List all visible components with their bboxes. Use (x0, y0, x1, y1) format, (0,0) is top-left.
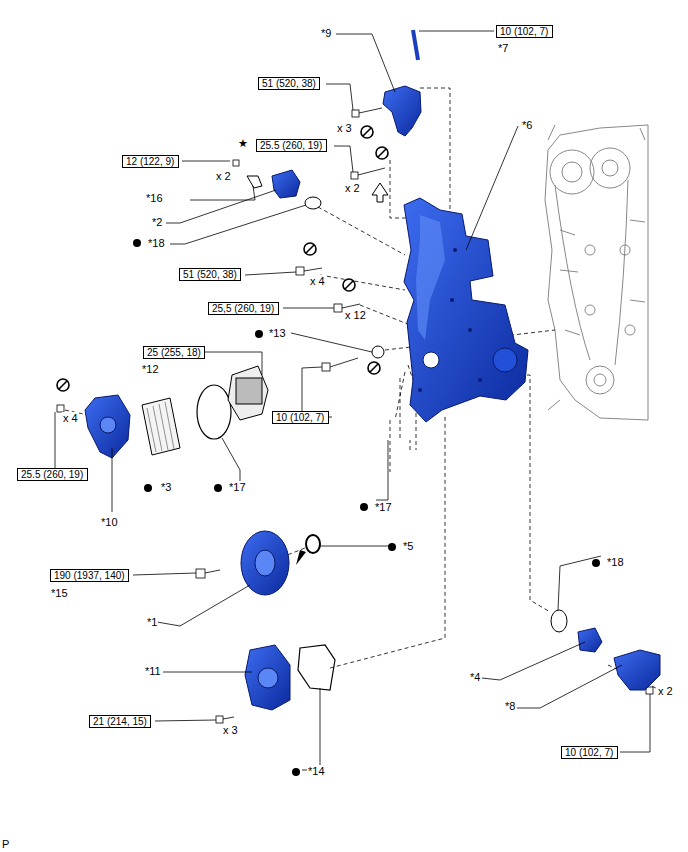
torque-spec-box: 10 (102, 7) (272, 411, 329, 424)
callout-number: *8 (504, 700, 516, 713)
torque-spec-box: 25.5 (260, 19) (256, 139, 327, 152)
torque-value: 10 (102, 7) (500, 26, 548, 37)
callout-number: *11 (144, 665, 162, 678)
callout-number: *9 (320, 27, 332, 40)
torque-value: 21 (214, 15) (93, 716, 147, 727)
callout-number: P (1, 838, 10, 851)
callout-number: *12 (141, 363, 160, 376)
callout-number: *18 (147, 237, 166, 250)
callout-number: *10 (100, 516, 119, 529)
torque-value: 51 (520, 38) (183, 269, 237, 280)
quantity-label: x 3 (222, 724, 239, 737)
quantity-label: x 2 (215, 170, 232, 183)
torque-value: 25 (255, 18) (147, 347, 201, 358)
quantity-label: x 4 (309, 275, 326, 288)
callout-number: ★ (237, 137, 249, 150)
torque-spec-box: 190 (1937, 140) (50, 569, 129, 582)
callout-number: *15 (50, 587, 69, 600)
callout-number: *3 (160, 481, 172, 494)
callout-number: *4 (469, 671, 481, 684)
quantity-label: x 3 (336, 122, 353, 135)
callout-number: *14 (307, 765, 326, 778)
torque-value: 12 (122, 9) (126, 156, 174, 167)
callout-number: *5 (402, 540, 414, 553)
quantity-label: x 12 (344, 309, 367, 322)
quantity-label: x 2 (657, 685, 674, 698)
torque-value: 25.5 (260, 19) (260, 140, 322, 151)
torque-spec-box: 25 (255, 18) (143, 346, 205, 359)
callout-number: *6 (521, 119, 533, 132)
torque-spec-box: 12 (122, 9) (122, 155, 179, 168)
callout-number: *13 (268, 327, 287, 340)
callout-number: *16 (145, 192, 164, 205)
torque-spec-box: 25.5 (260, 19) (17, 468, 88, 481)
torque-value: 190 (1937, 140) (54, 570, 125, 581)
torque-spec-box: 51 (520, 38) (179, 268, 241, 281)
callout-number: *17 (374, 501, 393, 514)
callout-number: *1 (146, 616, 158, 629)
quantity-label: x 4 (62, 412, 79, 425)
torque-value: 25.5 (260, 19) (21, 469, 83, 480)
torque-spec-box: 10 (102, 7) (496, 25, 553, 38)
torque-spec-box: 51 (520, 38) (258, 77, 320, 90)
torque-spec-box: 21 (214, 15) (89, 715, 151, 728)
torque-value: 25,5 (260, 19) (212, 303, 274, 314)
torque-spec-box: 10 (102, 7) (561, 746, 618, 759)
callout-number: *17 (228, 481, 247, 494)
torque-value: 10 (102, 7) (565, 747, 613, 758)
torque-spec-box: 25,5 (260, 19) (208, 302, 279, 315)
quantity-label: x 2 (344, 182, 361, 195)
callout-number: *7 (497, 42, 509, 55)
callout-number: *2 (151, 216, 163, 229)
torque-value: 51 (520, 38) (262, 78, 316, 89)
torque-value: 10 (102, 7) (276, 412, 324, 423)
callout-number: *18 (606, 556, 625, 569)
